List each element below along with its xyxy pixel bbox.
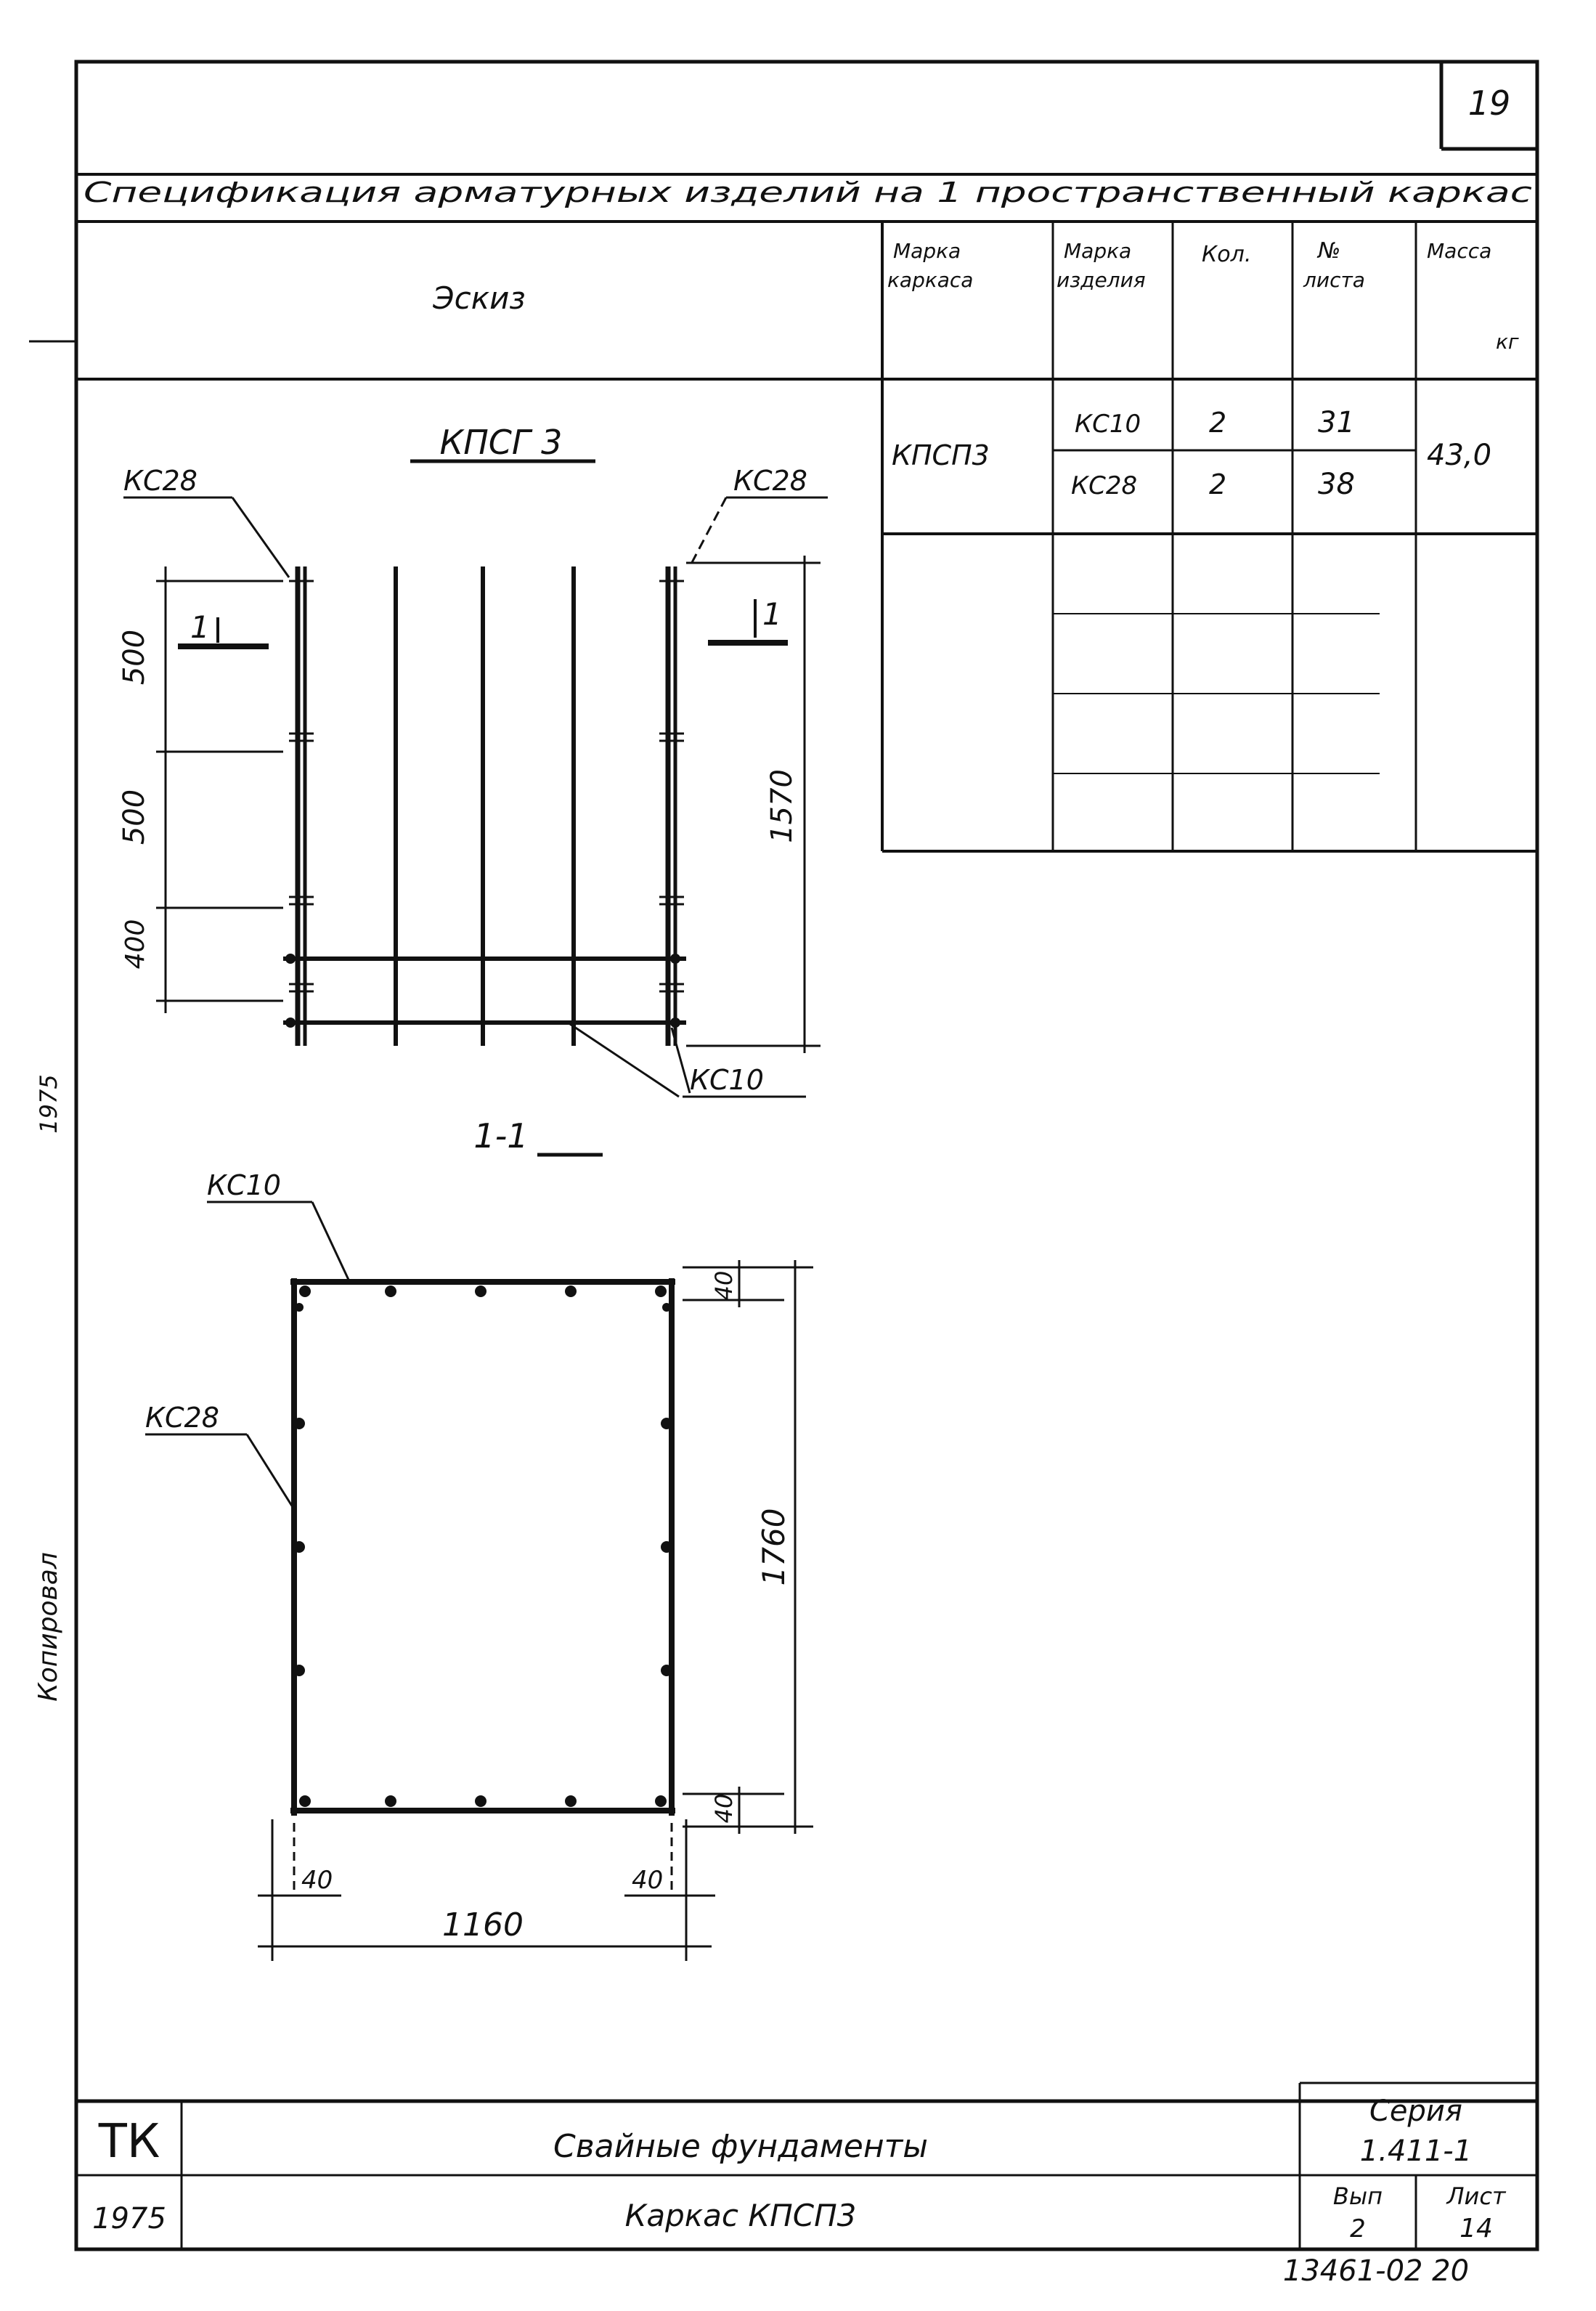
side-stamp-bottom: Копировал xyxy=(33,1552,63,1702)
dim-1760: 1760 xyxy=(756,1508,791,1586)
issue-label: Вып xyxy=(1333,2182,1383,2210)
title-main: Свайные фундаменты xyxy=(553,2128,928,2165)
spec-title: Спецификация арматурных изделий на 1 про… xyxy=(84,176,1532,208)
section-mark-right: 1 xyxy=(762,596,782,632)
col-frame-mark-2: каркаса xyxy=(887,268,973,292)
col-sheet-no-2: листа xyxy=(1303,268,1365,292)
series-label: Серия xyxy=(1369,2095,1462,2128)
col-mass-2: кг xyxy=(1496,330,1519,354)
sketch-header: Эскиз xyxy=(432,280,525,316)
sheet-label: Лист xyxy=(1446,2182,1506,2210)
elevation-label-bottom: КС10 xyxy=(690,1064,764,1096)
col-item-mark-2: изделия xyxy=(1056,268,1146,292)
col-item-mark-1: Марка xyxy=(1064,239,1131,263)
dim-40-left: 40 xyxy=(301,1866,333,1895)
spec-mass: 43,0 xyxy=(1427,439,1491,472)
elevation-title: КПСГ 3 xyxy=(440,423,563,462)
section-label-left: КС28 xyxy=(145,1402,219,1434)
dim-1570: 1570 xyxy=(765,769,799,843)
side-stamp-top: 1975 xyxy=(35,1074,62,1133)
col-qty: Кол. xyxy=(1202,242,1251,267)
title-year: 1975 xyxy=(92,2202,166,2235)
section-title: 1-1 xyxy=(473,1116,528,1156)
sheet-value: 14 xyxy=(1459,2214,1493,2243)
spec-qty-1: 2 xyxy=(1209,407,1226,439)
elevation-label-right: КС28 xyxy=(733,465,807,497)
title-subtitle: Каркас КПСП3 xyxy=(625,2198,857,2233)
title-org: ТК xyxy=(98,2115,160,2169)
dim-40-right: 40 xyxy=(632,1866,663,1895)
dim-500-a: 500 xyxy=(118,630,151,685)
issue-value: 2 xyxy=(1350,2214,1366,2243)
spec-item-2: КС28 xyxy=(1071,471,1137,500)
col-mass-1: Масса xyxy=(1427,239,1491,263)
section-mark-left: 1 xyxy=(190,609,210,645)
dim-40-bottom: 40 xyxy=(710,1794,738,1824)
section-label-top: КС10 xyxy=(207,1169,281,1201)
spec-frame-mark: КПСП3 xyxy=(892,439,990,471)
spec-sheet-1: 31 xyxy=(1318,406,1355,439)
col-frame-mark-1: Марка xyxy=(893,239,961,263)
spec-sheet-2: 38 xyxy=(1318,468,1355,501)
elevation-drawing xyxy=(123,459,828,1098)
dim-40-top: 40 xyxy=(710,1271,738,1301)
section-bars xyxy=(285,954,680,1807)
frame-lines xyxy=(29,60,1539,2251)
elevation-label-left: КС28 xyxy=(123,465,198,497)
footer-code: 13461-02 20 xyxy=(1283,2254,1469,2288)
dim-400: 400 xyxy=(121,919,150,970)
series-value: 1.411-1 xyxy=(1360,2135,1472,2168)
page-number: 19 xyxy=(1468,84,1511,123)
col-sheet-no-1: № xyxy=(1316,238,1340,264)
dim-1160: 1160 xyxy=(442,1906,524,1944)
spec-item-1: КС10 xyxy=(1075,410,1141,439)
dim-500-b: 500 xyxy=(118,789,151,845)
spec-qty-2: 2 xyxy=(1209,468,1226,500)
